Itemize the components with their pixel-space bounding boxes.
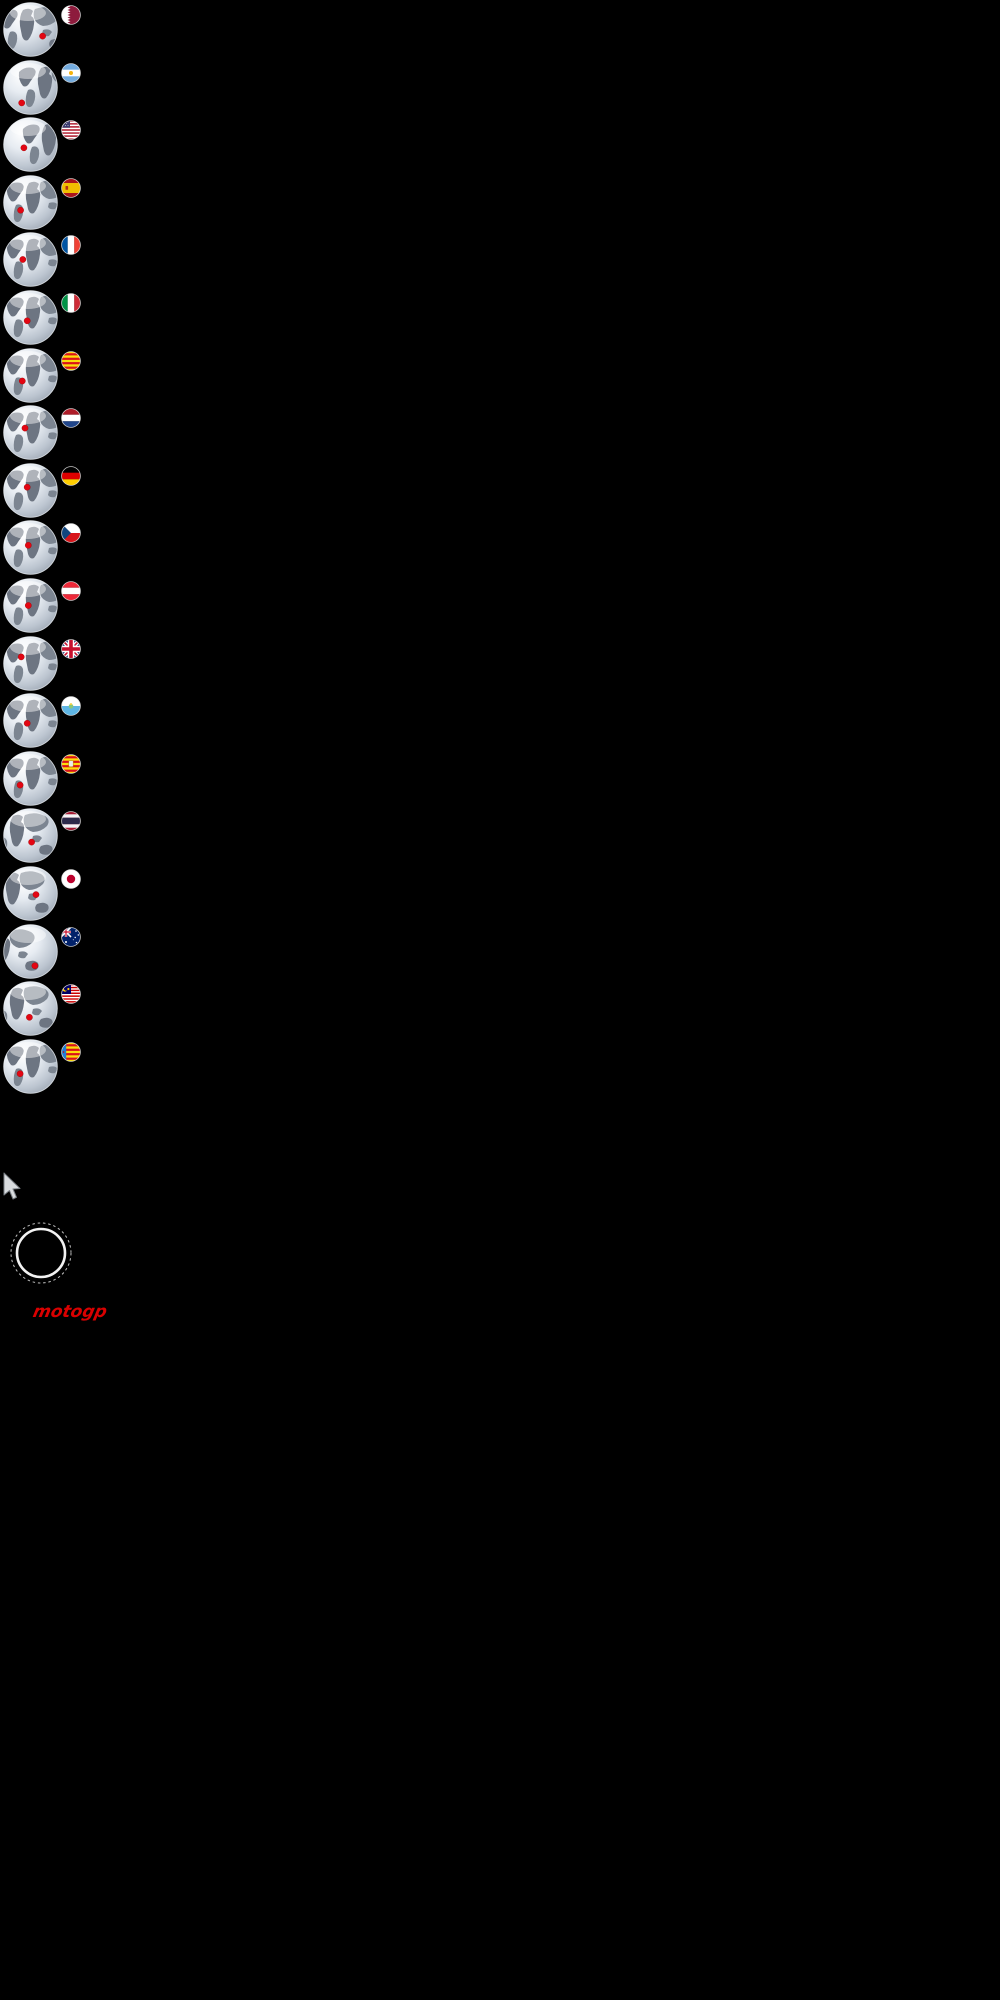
- globe-icon: [3, 923, 58, 979]
- event-item-argentina[interactable]: [3, 59, 83, 118]
- globe-icon: [3, 1039, 58, 1094]
- flag-aragon-icon: [61, 754, 81, 774]
- flag-thailand-icon: [61, 811, 81, 831]
- globe-icon: [3, 463, 58, 518]
- globe-icon: [3, 117, 58, 172]
- globe-icon: [3, 751, 58, 806]
- flag-argentina-icon: [61, 63, 81, 83]
- loading-spinner-icon: [9, 1221, 73, 1285]
- flag-san-marino-icon: [61, 696, 81, 716]
- globe-icon: [3, 866, 58, 921]
- event-item-germany[interactable]: [3, 463, 83, 521]
- flag-spain-icon: [61, 178, 81, 198]
- flag-australia-icon: [61, 927, 81, 947]
- flag-italy-icon: [61, 293, 81, 313]
- event-item-valencia[interactable]: [3, 1039, 83, 1097]
- globe-icon: [3, 59, 58, 115]
- globe-icon: [3, 635, 58, 691]
- event-item-italy[interactable]: [3, 290, 83, 348]
- event-item-czech-republic[interactable]: [3, 520, 83, 578]
- flag-france-icon: [61, 235, 81, 255]
- flag-netherlands-icon: [61, 408, 81, 428]
- globe-icon: [3, 347, 58, 403]
- globe-icon: [3, 2, 58, 57]
- globe-icon: [3, 981, 58, 1036]
- globe-icon: [3, 578, 58, 633]
- event-item-malaysia[interactable]: [3, 981, 83, 1039]
- flag-germany-icon: [61, 466, 81, 486]
- event-item-japan[interactable]: [3, 866, 83, 924]
- globe-icon: [3, 405, 58, 460]
- globe-icon: [3, 232, 58, 288]
- event-item-qatar[interactable]: [3, 2, 83, 60]
- flag-malaysia-icon: [61, 984, 81, 1004]
- flag-uk-icon: [61, 639, 81, 659]
- event-list: [0, 0, 100, 1100]
- globe-icon: [3, 808, 58, 864]
- flag-valencia-icon: [61, 1042, 81, 1062]
- event-item-netherlands[interactable]: [3, 405, 83, 463]
- event-item-spain[interactable]: [3, 175, 83, 233]
- motogp-logo: motogp: [31, 1302, 109, 1322]
- flag-usa-icon: [61, 120, 81, 140]
- event-item-australia[interactable]: [3, 923, 83, 982]
- flag-qatar-icon: [61, 5, 81, 25]
- event-item-americas[interactable]: [3, 117, 83, 175]
- flag-austria-icon: [61, 581, 81, 601]
- flag-japan-icon: [61, 869, 81, 889]
- globe-icon: [3, 290, 58, 345]
- event-item-aragon[interactable]: [3, 751, 83, 809]
- event-item-france[interactable]: [3, 232, 83, 290]
- event-item-austria[interactable]: [3, 578, 83, 636]
- event-item-san-marino[interactable]: [3, 693, 83, 751]
- event-item-thailand[interactable]: [3, 808, 83, 866]
- flag-catalonia-icon: [61, 351, 81, 371]
- globe-icon: [3, 175, 58, 230]
- event-item-catalunya[interactable]: [3, 347, 83, 406]
- globe-icon: [3, 520, 58, 576]
- event-item-great-britain[interactable]: [3, 635, 83, 694]
- globe-icon: [3, 693, 58, 748]
- flag-czech-icon: [61, 523, 81, 543]
- mouse-cursor-icon: [2, 1172, 24, 1202]
